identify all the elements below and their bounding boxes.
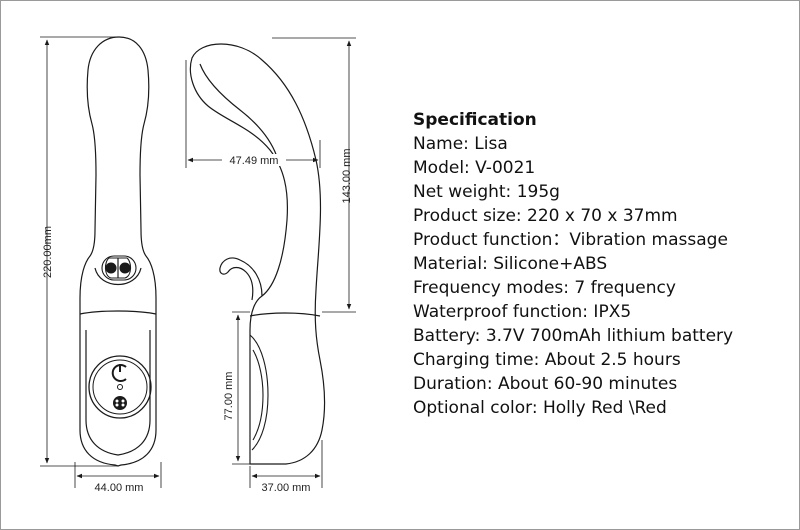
side-head-width-label-bg — [222, 154, 286, 166]
power-icon — [111, 364, 127, 382]
side-lower-height-label: 77.00 mm — [223, 372, 235, 421]
side-lower-height-dimension — [232, 311, 250, 465]
indicator-light-icon — [117, 384, 123, 390]
side-base-width-label: 37.00 mm — [262, 482, 311, 494]
spec-duration: Duration: About 60-90 minutes — [413, 374, 678, 394]
spec-charging-time: Charging time: About 2.5 hours — [413, 350, 681, 370]
mode-button-icon — [113, 396, 127, 410]
spec-net-weight: Net weight: 195g — [413, 182, 560, 202]
spec-battery: Battery: 3.7V 700mAh lithium battery — [413, 326, 734, 346]
spec-name: Name: Lisa — [413, 134, 508, 154]
side-upper-height-dimension — [272, 37, 356, 313]
spec-product-size: Product size: 220 x 70 x 37mm — [413, 206, 678, 226]
side-clitoral-arm — [219, 257, 263, 301]
control-panel — [88, 355, 152, 419]
spec-material: Material: Silicone+ABS — [413, 254, 608, 274]
side-handle-detail — [249, 334, 269, 451]
specification-panel: Specification Name: Lisa Model: V-0021 N… — [413, 108, 733, 420]
spec-product-function: Product function：Vibration massage — [413, 230, 728, 250]
specification-title: Specification — [413, 110, 537, 130]
front-height-label: 220.00mm — [42, 226, 54, 278]
front-button-cluster — [101, 255, 137, 281]
spec-frequency-modes: Frequency modes: 7 frequency — [413, 278, 676, 298]
side-head-width-label: 47.49 mm — [230, 155, 279, 167]
side-view-outline — [189, 43, 326, 465]
front-height-dimension — [40, 36, 118, 467]
spec-model: Model: V-0021 — [413, 158, 536, 178]
spec-optional-color: Optional color: Holly Red \Red — [413, 398, 667, 418]
spec-waterproof: Waterproof function: IPX5 — [413, 302, 632, 322]
front-width-dimension — [74, 462, 162, 488]
side-base-width-dimension — [249, 440, 323, 488]
front-width-label: 44.00 mm — [95, 482, 144, 494]
side-upper-height-label: 143.00 mm — [341, 148, 353, 203]
